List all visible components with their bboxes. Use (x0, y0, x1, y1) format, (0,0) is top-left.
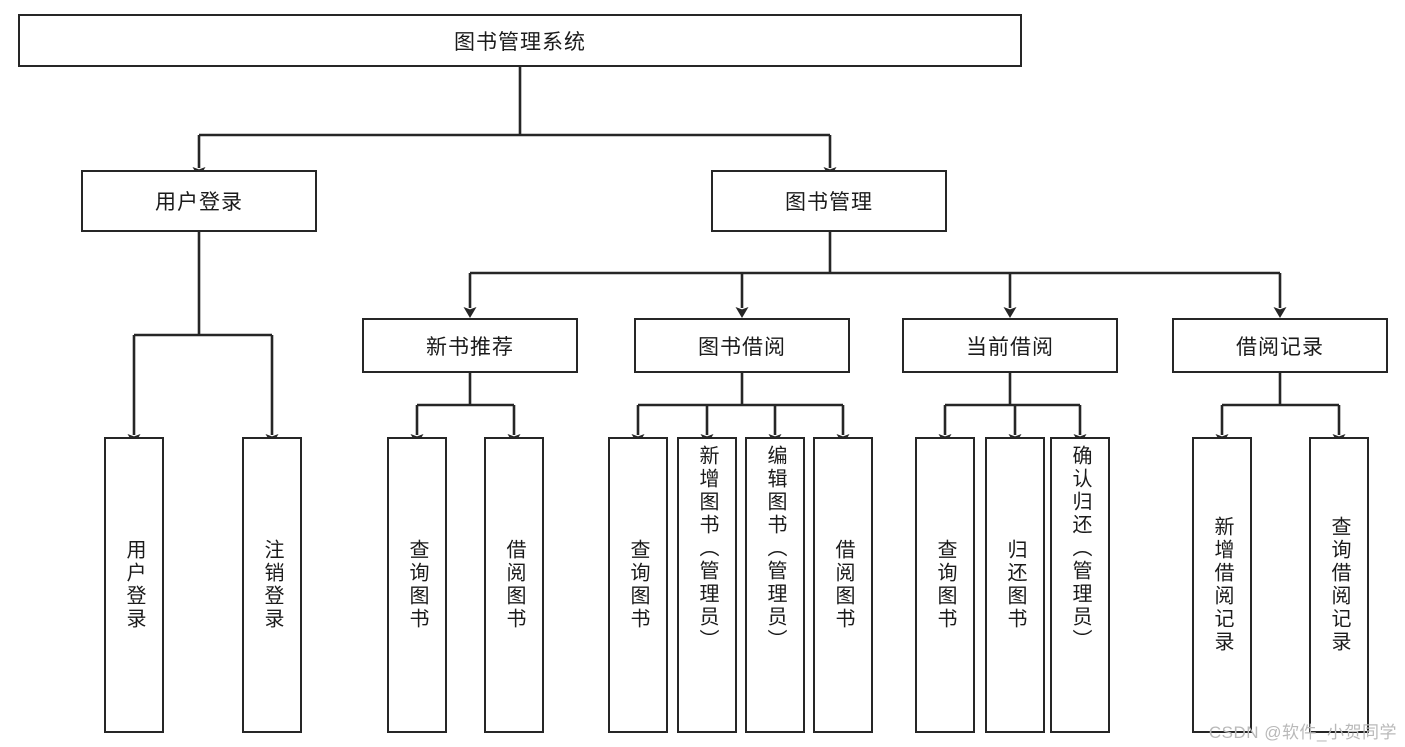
node-label: 编辑图书（管理员） (764, 445, 786, 652)
leaf-book-borrow-borrow-book[interactable]: 借阅图书 (813, 437, 873, 733)
node-label: 新增借阅记录 (1211, 516, 1233, 654)
node-book-management[interactable]: 图书管理 (711, 170, 947, 232)
node-label: 用户登录 (155, 191, 243, 214)
leaf-current-borrow-return-book[interactable]: 归还图书 (985, 437, 1045, 733)
node-book-borrow[interactable]: 图书借阅 (634, 318, 850, 373)
node-label: 查询图书 (406, 539, 428, 631)
node-label: 用户登录 (123, 539, 145, 631)
node-label: 新书推荐 (426, 335, 514, 359)
leaf-new-book-query-book[interactable]: 查询图书 (387, 437, 447, 733)
leaf-borrow-record-query-record[interactable]: 查询借阅记录 (1309, 437, 1369, 733)
node-label: 注销登录 (261, 539, 283, 631)
leaf-book-borrow-edit-book-admin[interactable]: 编辑图书（管理员） (745, 437, 805, 733)
leaf-book-borrow-query-book[interactable]: 查询图书 (608, 437, 668, 733)
node-label: 查询借阅记录 (1328, 516, 1350, 654)
leaf-current-borrow-confirm-return-admin[interactable]: 确认归还（管理员） (1050, 437, 1110, 733)
node-label: 图书管理 (785, 191, 873, 214)
node-new-book-recommend[interactable]: 新书推荐 (362, 318, 578, 373)
node-label: 确认归还（管理员） (1069, 445, 1091, 652)
node-label: 图书管理系统 (454, 30, 586, 54)
leaf-user-login-logout[interactable]: 注销登录 (242, 437, 302, 733)
node-current-borrow[interactable]: 当前借阅 (902, 318, 1118, 373)
node-label: 查询图书 (627, 539, 649, 631)
watermark-text: CSDN @软件_小贺同学 (1208, 723, 1397, 742)
leaf-new-book-borrow-book[interactable]: 借阅图书 (484, 437, 544, 733)
node-label: 借阅记录 (1236, 335, 1324, 359)
node-label: 新增图书（管理员） (696, 445, 718, 652)
leaf-current-borrow-query-book[interactable]: 查询图书 (915, 437, 975, 733)
node-borrow-record[interactable]: 借阅记录 (1172, 318, 1388, 373)
node-root-book-management-system[interactable]: 图书管理系统 (18, 14, 1022, 67)
node-label: 当前借阅 (966, 335, 1054, 359)
node-label: 图书借阅 (698, 335, 786, 359)
node-label: 查询图书 (934, 539, 956, 631)
leaf-book-borrow-add-book-admin[interactable]: 新增图书（管理员） (677, 437, 737, 733)
node-label: 借阅图书 (503, 539, 525, 631)
node-user-login[interactable]: 用户登录 (81, 170, 317, 232)
leaf-borrow-record-add-record[interactable]: 新增借阅记录 (1192, 437, 1252, 733)
leaf-user-login-login[interactable]: 用户登录 (104, 437, 164, 733)
node-label: 借阅图书 (832, 539, 854, 631)
node-label: 归还图书 (1004, 539, 1026, 631)
